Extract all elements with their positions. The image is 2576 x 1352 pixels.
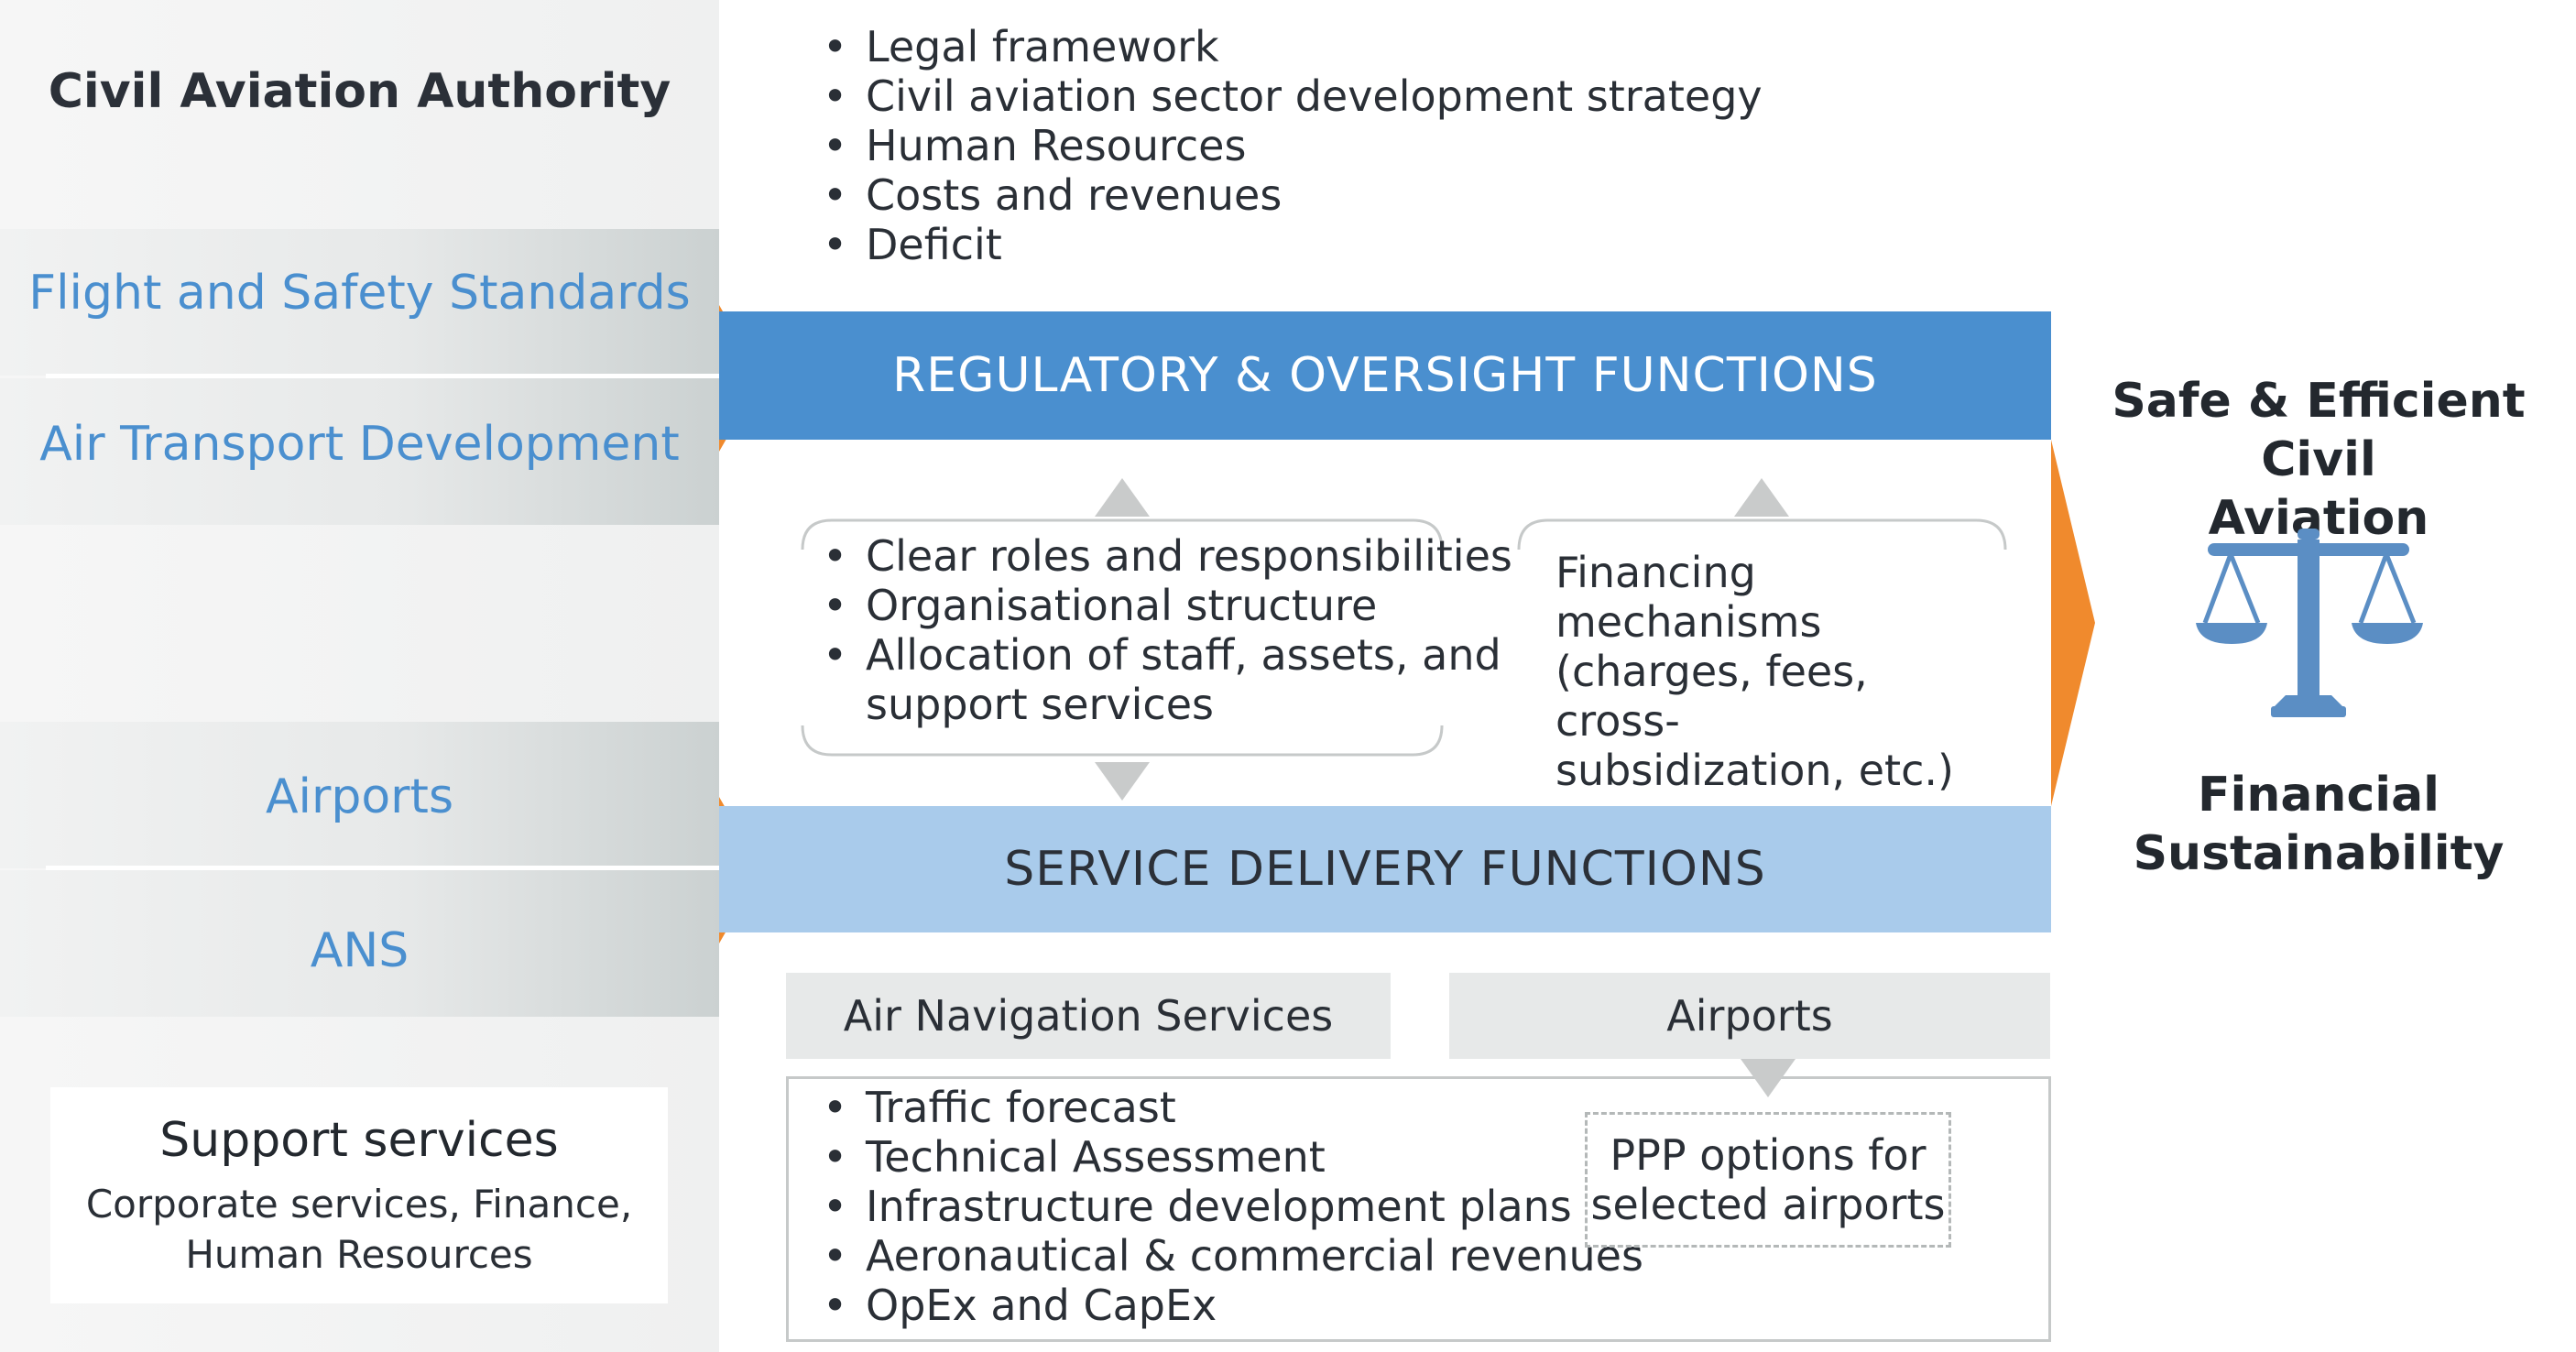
band-flight-safety [0,229,719,376]
ppp-line: selected airports [1590,1180,1946,1229]
band-ans [0,870,719,1017]
list-item: Organisational structure [815,581,1512,630]
ppp-options-box: PPP options for selected airports [1585,1112,1951,1248]
service-details-list: Traffic forecast Technical Assessment In… [815,1083,1643,1330]
ppp-line: PPP options for [1610,1130,1927,1180]
band-label-air-transport: Air Transport Development [39,417,680,472]
financing-mechanisms-text: Financing mechanisms (charges, fees, cro… [1555,548,1986,795]
regulatory-functions-bar: REGULATORY & OVERSIGHT FUNCTIONS [719,311,2051,440]
list-item: Human Resources [815,121,1763,170]
list-item: Infrastructure development plans [815,1182,1643,1231]
list-item: Technical Assessment [815,1132,1643,1182]
band-air-transport [0,378,719,525]
authority-title: Civil Aviation Authority [48,64,671,119]
organisation-list: Clear roles and responsibilities Organis… [815,531,1512,729]
financing-line: (charges, fees, cross- [1555,647,1868,746]
band-label-ans: ANS [310,923,409,978]
outcome-line: Sustainability [2133,826,2505,881]
arrow-down-icon [1741,1059,1796,1097]
list-item: Legal framework [815,22,1763,71]
service-delivery-label: SERVICE DELIVERY FUNCTIONS [1004,842,1766,897]
financing-line: Financing mechanisms [1555,548,1822,647]
airports-header: Airports [1449,973,2050,1059]
arrow-up-icon [1734,478,1789,517]
scales-of-justice-icon [2196,529,2423,717]
strategy-list: Legal framework Civil aviation sector de… [815,22,1763,269]
list-item: Clear roles and responsibilities [815,531,1512,581]
outcome-line: Financial [2197,768,2440,823]
regulatory-functions-label: REGULATORY & OVERSIGHT FUNCTIONS [892,348,1878,403]
arrow-down-icon [1095,762,1150,801]
support-services-title: Support services [159,1113,559,1168]
outcome-financial-sustainability: Financial Sustainability [2061,766,2576,883]
list-item: Allocation of staff, assets, and [815,630,1512,680]
outcome-arrow-icon [2051,440,2095,806]
list-item: Deficit [815,220,1763,269]
support-services-line: Human Resources [185,1232,533,1277]
band-divider [46,866,719,870]
service-delivery-bar: SERVICE DELIVERY FUNCTIONS [719,806,2051,932]
arrow-up-icon [1095,478,1150,517]
outcome-line: Safe & Efficient Civil [2112,374,2526,487]
list-item-continuation: support services [866,680,1214,729]
support-services-line: Corporate services, Finance, [85,1182,633,1227]
band-label-airports: Airports [265,769,454,824]
ans-header: Air Navigation Services [786,973,1391,1059]
band-divider [46,374,719,378]
list-item: Costs and revenues [815,170,1763,220]
band-airports [0,722,719,868]
list-item: OpEx and CapEx [815,1281,1643,1330]
financing-bracket-frame [1517,518,2007,551]
list-item: Traffic forecast [815,1083,1643,1132]
outcome-safe-efficient: Safe & Efficient Civil Aviation [2061,372,2576,548]
band-label-flight-safety: Flight and Safety Standards [28,266,691,321]
list-item: Civil aviation sector development strate… [815,71,1763,121]
financing-line: subsidization, etc.) [1555,746,1954,795]
support-services-box [50,1087,668,1303]
list-item: Aeronautical & commercial revenues [815,1231,1643,1281]
